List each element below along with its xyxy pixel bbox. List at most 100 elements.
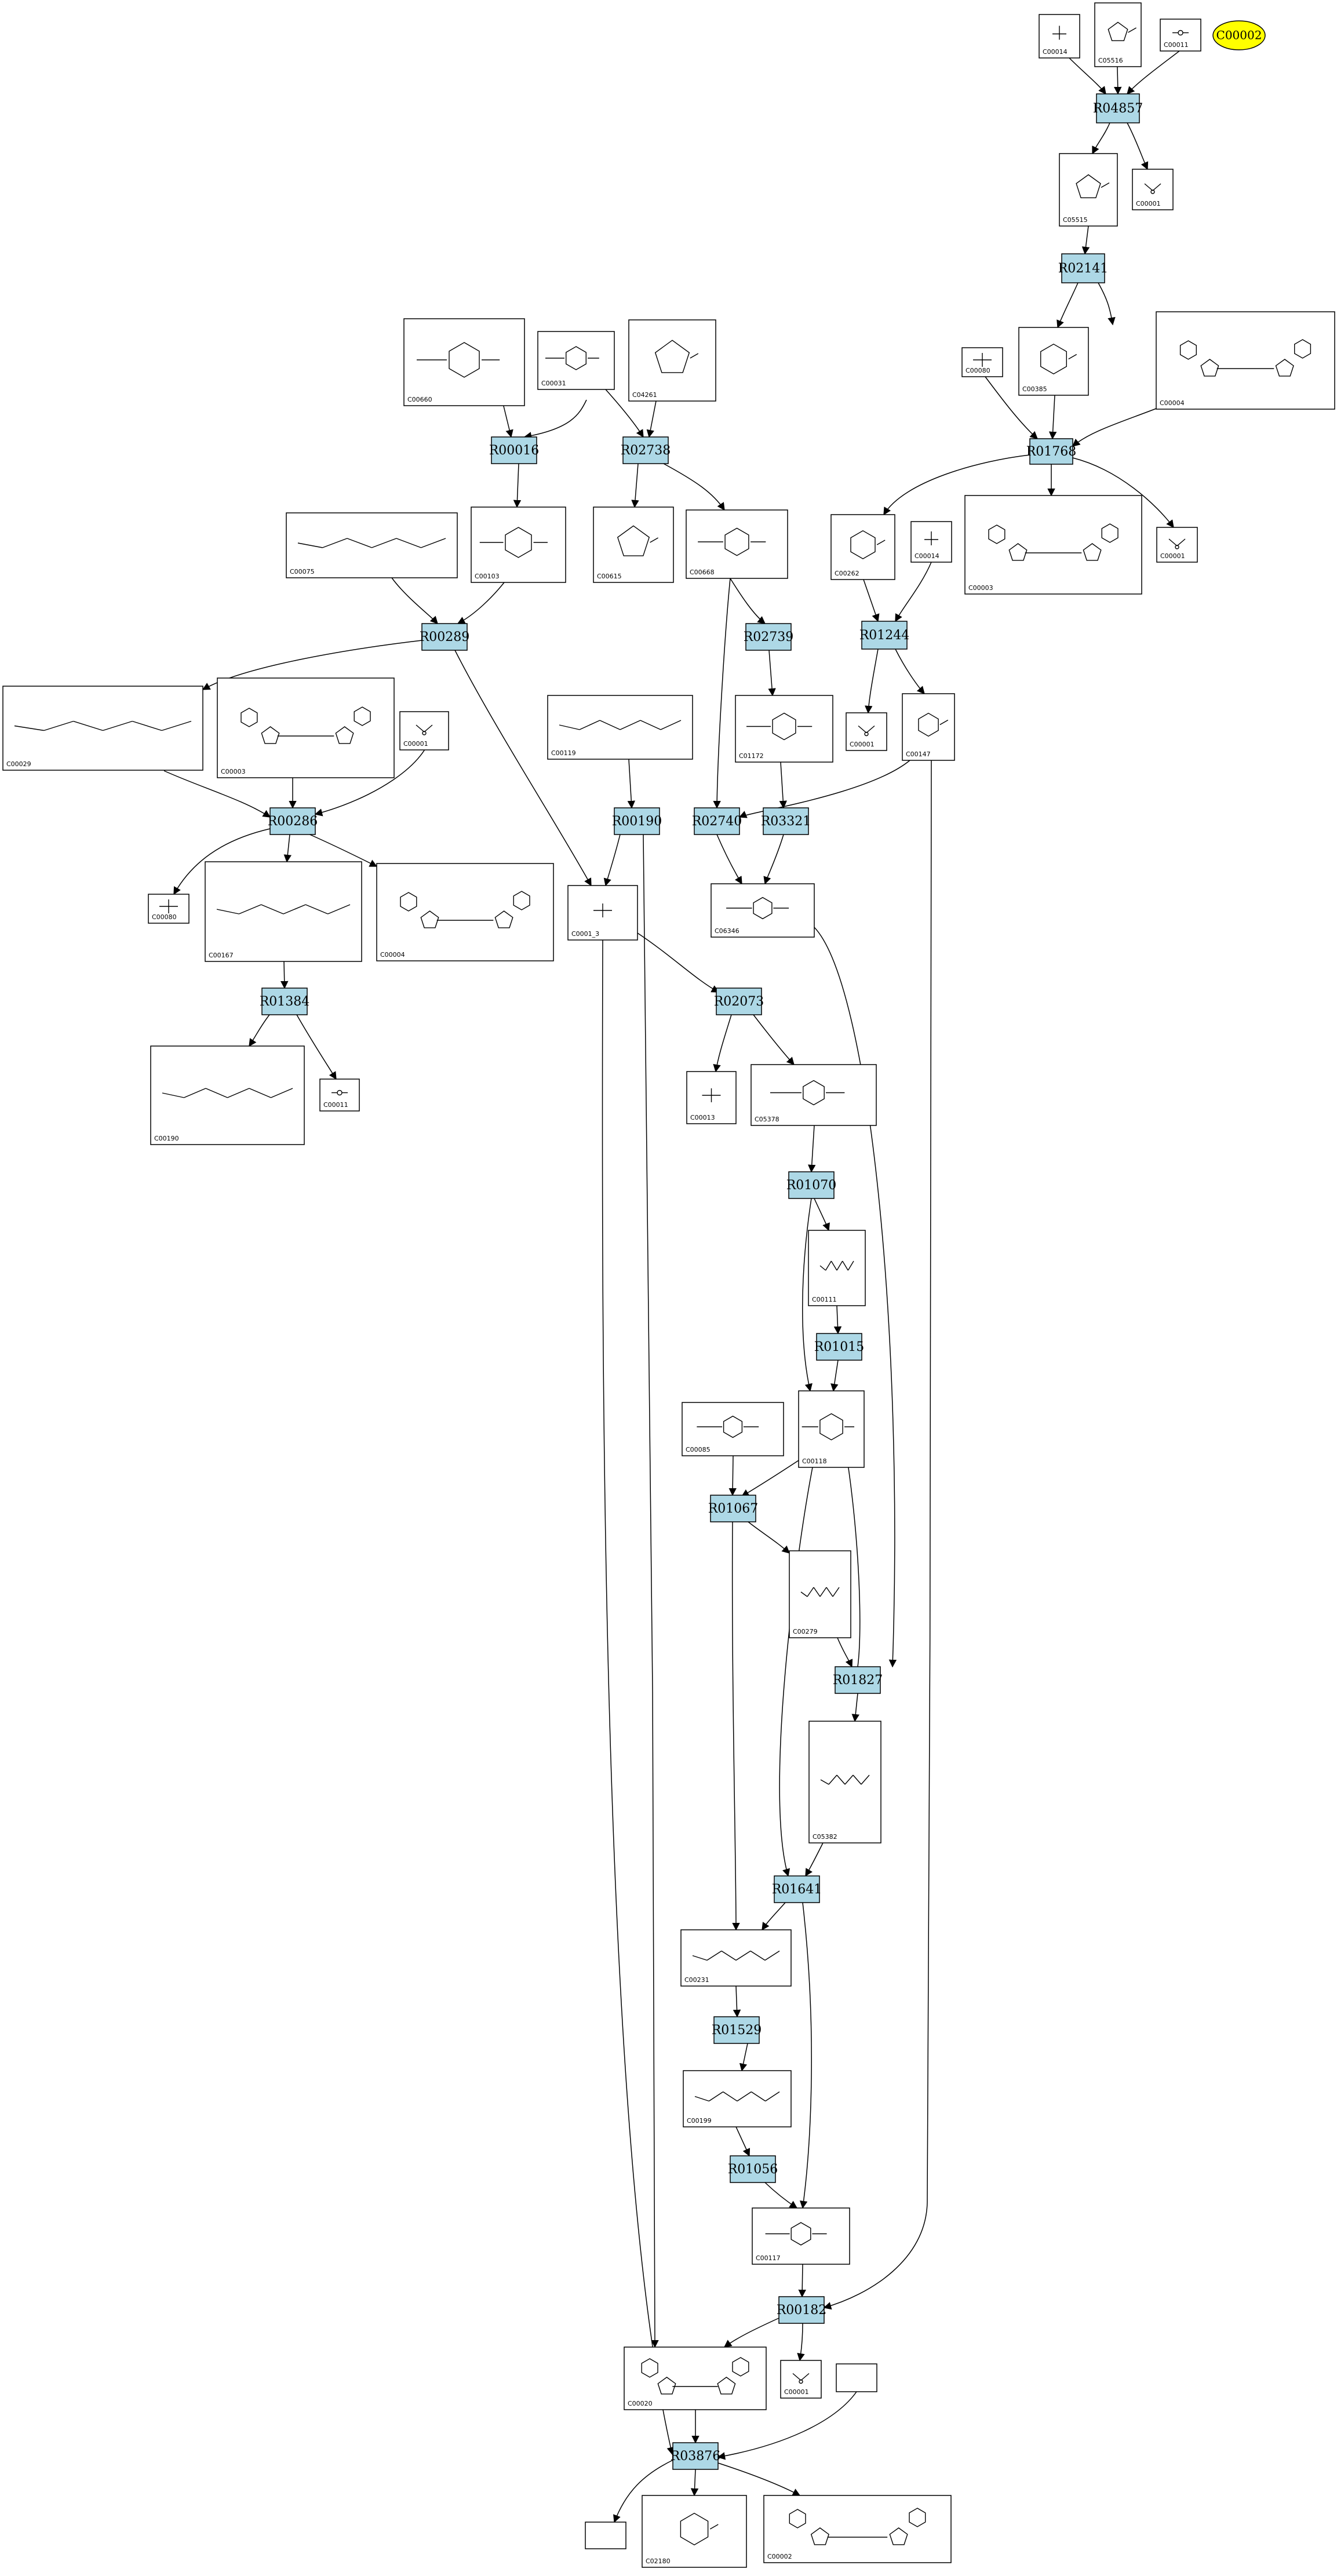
reaction-r01384[interactable]: R01384 [260, 988, 310, 1015]
reaction-label: R01529 [712, 2023, 762, 2038]
compound-c05515[interactable]: C05515 [1059, 153, 1118, 227]
compound-unlabeled[interactable] [585, 2522, 626, 2549]
compound-c00001[interactable]: C00001 [1156, 527, 1198, 563]
compound-unlabeled[interactable] [836, 2363, 877, 2392]
compound-label: C00080 [152, 913, 177, 921]
structure-drawing [1076, 174, 1110, 198]
compound-c00001[interactable]: C00001 [846, 712, 887, 751]
compound-c00001[interactable]: C00001 [399, 711, 449, 750]
reaction-label: R02141 [1058, 261, 1109, 276]
compound-label: C04261 [632, 391, 657, 399]
reaction-r03876[interactable]: R03876 [671, 2442, 721, 2470]
compound-c00011[interactable]: C00011 [319, 1079, 360, 1112]
reaction-r02141[interactable]: R02141 [1058, 253, 1109, 283]
compound-c00103[interactable]: C00103 [471, 507, 566, 583]
compound-c00004[interactable]: C00004 [1156, 311, 1335, 410]
reaction-r01070[interactable]: R01070 [786, 1171, 837, 1199]
reaction-r02738[interactable]: R02738 [621, 436, 671, 464]
reaction-r02740[interactable]: R02740 [692, 807, 742, 835]
reaction-r01056[interactable]: R01056 [728, 2155, 778, 2183]
compound-c00167[interactable]: C00167 [205, 861, 362, 962]
reaction-r00289[interactable]: R00289 [420, 623, 470, 651]
structure-drawing [1052, 25, 1066, 40]
compound-c00660[interactable]: C00660 [403, 318, 525, 406]
edge [851, 1693, 859, 1722]
reaction-r00182[interactable]: R00182 [777, 2296, 827, 2324]
structure-drawing [641, 2357, 749, 2395]
compound-c00385[interactable]: C00385 [1018, 327, 1089, 396]
compound-c00085[interactable]: C00085 [682, 1402, 784, 1456]
compound-c00668[interactable]: C00668 [686, 509, 788, 579]
compound-c01172[interactable]: C01172 [735, 695, 833, 763]
edge [613, 2460, 673, 2523]
compound-c00190[interactable]: C00190 [150, 1045, 305, 1145]
reaction-r01015[interactable]: R01015 [814, 1333, 865, 1361]
reaction-r01067[interactable]: R01067 [708, 1495, 759, 1522]
reaction-r01641[interactable]: R01641 [772, 1875, 822, 1903]
structure-drawing [14, 720, 192, 731]
reaction-r01827[interactable]: R01827 [833, 1666, 883, 1694]
compound-c00003[interactable]: C00003 [217, 677, 395, 778]
compound-c00119[interactable]: C00119 [547, 695, 693, 760]
edge [1113, 66, 1122, 95]
compound-c06346[interactable]: C06346 [711, 883, 815, 938]
edge [716, 834, 742, 885]
edge [808, 1125, 816, 1173]
reaction-r02739[interactable]: R02739 [744, 623, 794, 651]
compound-c00013[interactable]: C00013 [686, 1071, 737, 1124]
compound-c00031[interactable]: C00031 [537, 331, 615, 390]
reaction-r01768[interactable]: R01768 [1026, 438, 1077, 465]
compound-c00020[interactable]: C00020 [624, 2347, 767, 2410]
compound-c00117[interactable]: C00117 [752, 2207, 850, 2265]
compound-c00262[interactable]: C00262 [830, 514, 895, 580]
compound-c00014[interactable]: C00014 [1039, 14, 1080, 59]
reaction-r01529[interactable]: R01529 [712, 2016, 762, 2044]
compound-c00231[interactable]: C00231 [680, 1929, 792, 1987]
compound-label: C06346 [715, 927, 739, 935]
reaction-r00190[interactable]: R00190 [612, 807, 662, 835]
edge [717, 2391, 857, 2460]
compound-c02180[interactable]: C02180 [642, 2495, 747, 2568]
compound-c00003[interactable]: C00003 [964, 495, 1142, 595]
compound-c0001_3[interactable]: C0001_3 [567, 885, 638, 941]
compound-c00111[interactable]: C00111 [808, 1230, 866, 1306]
compound-c00199[interactable]: C00199 [683, 2070, 792, 2127]
edge [307, 833, 378, 867]
compound-c05516[interactable]: C05516 [1094, 2, 1142, 67]
compound-c00029[interactable]: C00029 [2, 686, 203, 771]
compound-c00080[interactable]: C00080 [148, 894, 190, 924]
highlighted-compound-c00002[interactable]: C00002 [1212, 20, 1266, 50]
reaction-label: R01015 [814, 1340, 865, 1354]
edge [663, 463, 725, 511]
reaction-r00016[interactable]: R00016 [489, 436, 540, 464]
compound-c00001[interactable]: C00001 [780, 2360, 822, 2399]
compound-c04261[interactable]: C04261 [628, 319, 716, 402]
structure-drawing [680, 2512, 719, 2546]
compound-c00011[interactable]: C00011 [1160, 19, 1201, 52]
structure-drawing [765, 2222, 827, 2246]
structure-drawing [924, 531, 938, 545]
compound-c05378[interactable]: C05378 [751, 1064, 877, 1126]
structure-drawing [1040, 343, 1077, 375]
reaction-label: R00190 [612, 814, 662, 829]
compound-c00147[interactable]: C00147 [902, 693, 955, 761]
structure-drawing [858, 725, 875, 737]
reaction-r02073[interactable]: R02073 [714, 988, 764, 1015]
structure-drawing [918, 712, 949, 737]
reaction-r03321[interactable]: R03321 [761, 807, 811, 835]
compound-c00075[interactable]: C00075 [286, 512, 458, 578]
compound-label: C01172 [739, 752, 764, 760]
compound-c00014[interactable]: C00014 [910, 521, 952, 563]
reaction-r04857[interactable]: R04857 [1093, 93, 1143, 123]
reaction-r00286[interactable]: R00286 [268, 807, 318, 835]
edge [1048, 395, 1057, 440]
compound-c05382[interactable]: C05382 [808, 1721, 881, 1843]
compound-c00080[interactable]: C00080 [961, 347, 1003, 377]
compound-c00004[interactable]: C00004 [376, 863, 554, 961]
reaction-r01244[interactable]: R01244 [859, 621, 910, 650]
compound-c00615[interactable]: C00615 [593, 507, 674, 583]
compound-c00001[interactable]: C00001 [1132, 169, 1174, 210]
compound-c00118[interactable]: C00118 [798, 1390, 865, 1468]
compound-c00279[interactable]: C00279 [789, 1550, 851, 1638]
compound-c00002[interactable]: C00002 [763, 2495, 952, 2563]
